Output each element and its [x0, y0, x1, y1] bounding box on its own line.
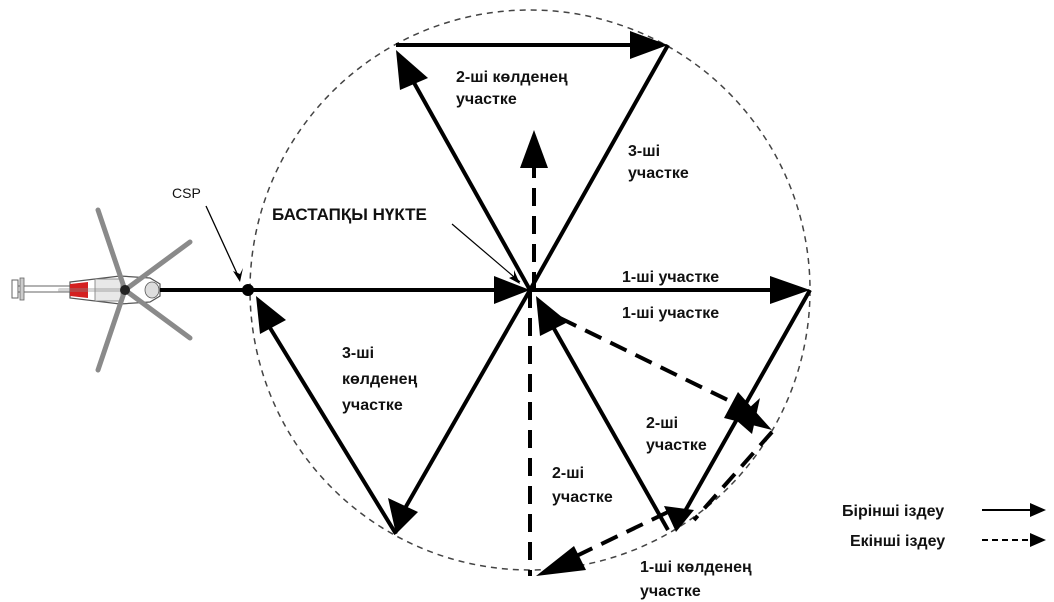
second-cross-1: [567, 510, 669, 562]
second-leg-1: [559, 316, 745, 410]
legend-second-search-label: Екінші іздеу: [850, 533, 945, 550]
leg-2-up: [406, 71, 532, 291]
cross-leg-1: [546, 317, 670, 531]
helicopter-icon: [11, 207, 193, 373]
leg2-center-label-1: 2-ші: [552, 465, 584, 482]
arrow-head: [520, 130, 548, 168]
arrow-head: [256, 296, 286, 334]
legend-first-search-label: Бірінші іздеу: [842, 503, 944, 520]
arrow-head: [536, 296, 568, 336]
arrow-head: [770, 276, 810, 304]
cross3-label-3: участке: [342, 397, 403, 414]
cross2-label-1: 2-ші көлденең: [456, 69, 568, 86]
cross1-label-1: 1-ші көлденең: [640, 559, 752, 576]
cross2-label-2: участке: [456, 91, 517, 108]
leg2-right-label-2: участке: [646, 437, 707, 454]
arrow-head: [396, 50, 428, 90]
csp-pointer: [205, 205, 241, 281]
leg2-center-label-2: участке: [552, 489, 613, 506]
start-point-label: БАСТАПҚЫ НҮКТЕ: [272, 205, 427, 224]
cross3-label-1: 3-ші: [342, 345, 374, 362]
cross1-label-2: участке: [640, 583, 701, 600]
arrow-head: [664, 506, 694, 532]
legend: Бірінші іздеу Екінші іздеу: [842, 503, 1046, 550]
leg1-bottom-label: 1-ші участке: [622, 305, 719, 322]
leg1-top-label: 1-ші участке: [622, 269, 719, 286]
arrow-head: [494, 276, 530, 304]
leg2-right-label-1: 2-ші: [646, 415, 678, 432]
cross-leg-3: [262, 316, 398, 536]
arrow-head: [630, 31, 668, 59]
start-point-pointer: [451, 223, 521, 283]
csp-label: CSP: [172, 185, 201, 201]
cross3-label-2: көлденең: [342, 371, 418, 388]
arrow-head: [736, 398, 760, 434]
leg3-right-label-2: участке: [628, 165, 689, 182]
arrow-head: [388, 498, 418, 534]
leg-3: [528, 44, 670, 291]
arrow-head: [536, 546, 586, 576]
legend-solid-arrow-icon: [1030, 503, 1046, 517]
start-point-pointer-head: [509, 270, 520, 284]
leg-3-down: [402, 289, 532, 511]
second-leg-2: [692, 430, 774, 522]
leg3-right-label-1: 3-ші: [628, 143, 660, 160]
legend-dashed-arrow-icon: [1030, 533, 1046, 547]
